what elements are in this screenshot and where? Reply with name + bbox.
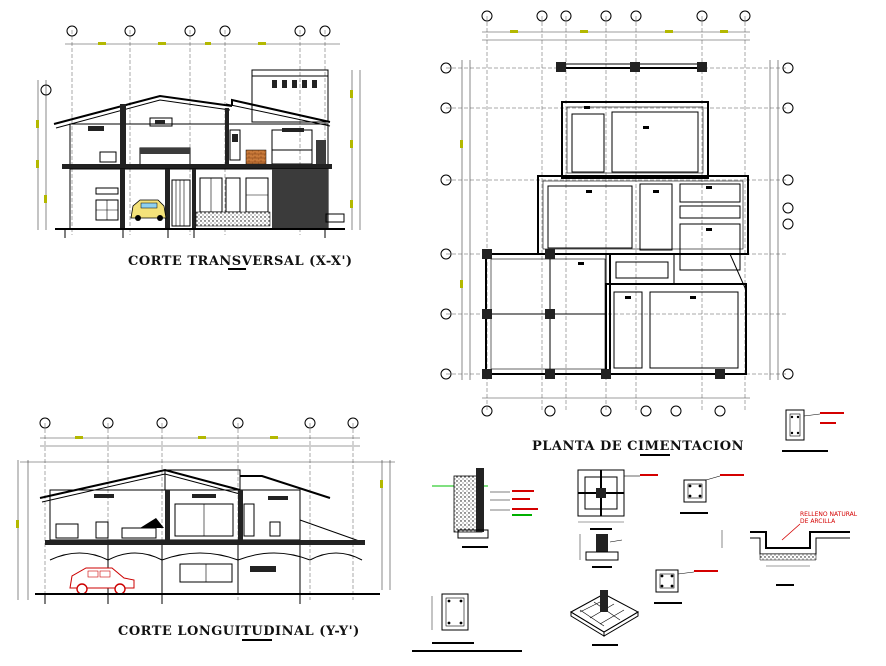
planta-cimentacion-title: PLANTA DE CIMENTACION [532, 439, 744, 454]
foundation-plan [485, 63, 749, 375]
ground-floor-arches [49, 545, 363, 594]
axis-markers-bottom-planta [481, 397, 750, 417]
foundation-details: RELLENO NATURAL DE ARCILLA [412, 409, 858, 652]
axis-markers-right-planta [769, 60, 794, 380]
axis-markers-left-planta [440, 60, 471, 380]
corte-longitudinal-section: CORTE LONGUITUDINAL (Y-Y') [16, 417, 395, 641]
planta-grid [446, 16, 788, 411]
detail-stirrup-1 [680, 474, 744, 514]
planta-cimentacion-section: PLANTA DE CIMENTACION [440, 10, 794, 456]
detail-relleno-profile: RELLENO NATURAL DE ARCILLA [721, 511, 858, 586]
detail-beam-section [412, 593, 522, 652]
detail-column-section [577, 469, 658, 530]
column-footings [482, 62, 725, 379]
car-illustration-longitudinal [69, 567, 135, 595]
detail-wall-footing [432, 468, 538, 548]
axis-markers-top-planta [481, 10, 751, 41]
detail-footing-profile [579, 534, 623, 568]
corte-transversal-title: CORTE TRANSVERSAL (X-X') [128, 254, 353, 269]
relleno-note-line2: DE ARCILLA [800, 518, 836, 525]
relleno-note-line1: RELLENO NATURAL [800, 511, 858, 518]
car-illustration-transversal [130, 199, 167, 221]
corte-transversal-section: CORTE TRANSVERSAL (X-X') [36, 25, 361, 270]
detail-stirrup-3 [654, 569, 718, 604]
detail-isometric-footing [569, 590, 640, 646]
corte-longitudinal-title: CORTE LONGUITUDINAL (Y-Y') [118, 624, 360, 639]
detail-stirrup-2 [782, 409, 844, 452]
